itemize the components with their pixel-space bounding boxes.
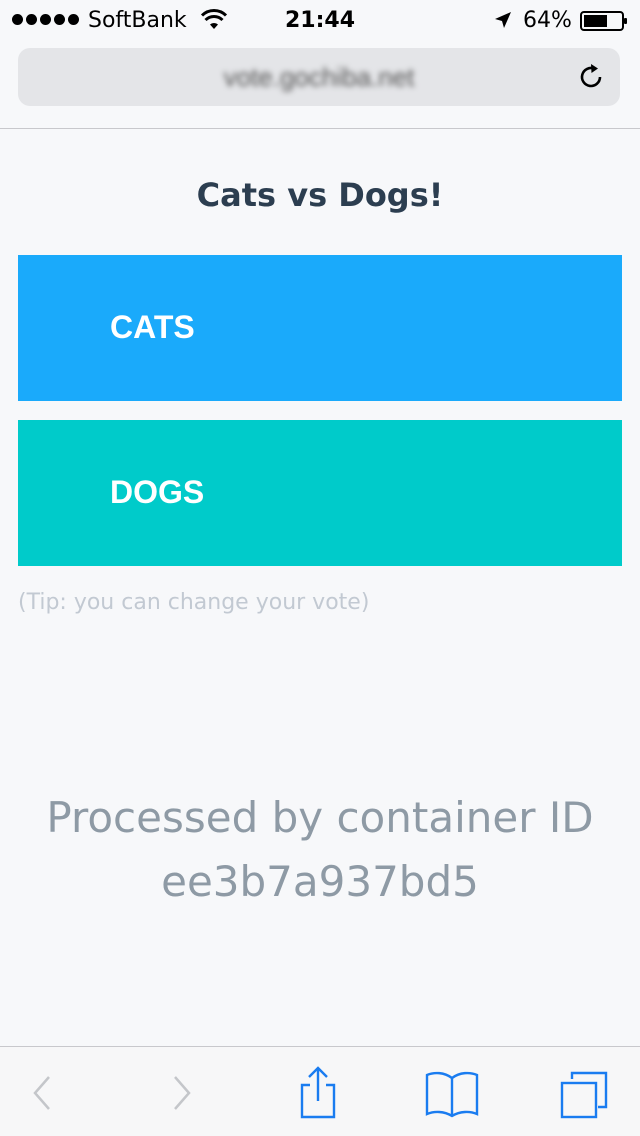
vote-cats-label: CATS — [110, 309, 195, 345]
vote-dogs-button[interactable]: DOGS — [18, 420, 622, 566]
signal-dots-icon — [12, 14, 79, 25]
bottom-toolbar — [0, 1046, 640, 1136]
carrier-name: SoftBank — [88, 8, 187, 33]
forward-chevron-icon — [174, 1076, 191, 1110]
back-button[interactable] — [14, 1065, 70, 1121]
bookmarks-icon — [425, 1071, 479, 1118]
battery-icon — [580, 11, 627, 31]
url-text[interactable]: vote.gochiba.net — [223, 62, 415, 92]
tabs-icon — [560, 1071, 608, 1119]
tabs-button[interactable] — [556, 1065, 612, 1121]
back-chevron-icon — [33, 1076, 50, 1110]
share-icon — [300, 1066, 336, 1119]
vote-cats-button[interactable]: CATS — [18, 255, 622, 401]
forward-button[interactable] — [154, 1065, 210, 1121]
container-id: ee3b7a937bd5 — [161, 857, 479, 906]
vote-dogs-label: DOGS — [110, 474, 205, 510]
reload-icon[interactable] — [576, 62, 606, 92]
status-time: 21:44 — [284, 8, 356, 33]
address-bar[interactable]: vote.gochiba.net — [18, 48, 620, 106]
status-bar: SoftBank 21:44 64% — [0, 0, 640, 40]
container-info: Processed by container ID ee3b7a937bd5 — [0, 786, 640, 914]
page-title: Cats vs Dogs! — [196, 176, 444, 214]
processed-by-text: Processed by container ID — [46, 793, 594, 842]
location-arrow-icon — [495, 12, 511, 28]
share-button[interactable] — [290, 1065, 346, 1121]
battery-percentage: 64% — [523, 8, 572, 33]
bookmarks-button[interactable] — [424, 1065, 480, 1121]
toolbar-divider — [0, 128, 640, 129]
wifi-icon — [201, 9, 227, 29]
tip-text: (Tip: you can change your vote) — [18, 590, 370, 615]
